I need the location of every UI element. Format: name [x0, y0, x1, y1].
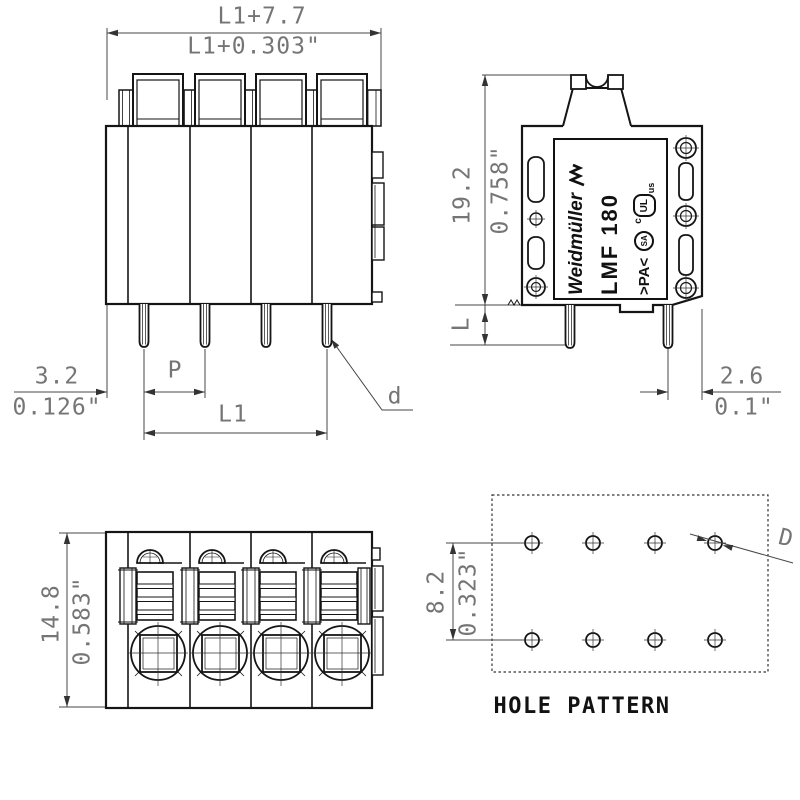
model-text: LMF 180 [596, 192, 622, 295]
dim-height-mm: 19.2 [449, 165, 476, 225]
dim-total-in: L1+0.303" [187, 33, 321, 60]
side-view-flange [672, 134, 700, 302]
dim-depth-in: 0.583" [69, 576, 96, 666]
dim-left-in: 0.126" [12, 394, 102, 421]
top-view-body [104, 530, 384, 710]
certification-row: >PA< SA c UL us [632, 141, 656, 297]
dim-row-mm: 8.2 [423, 569, 450, 615]
product-label-content: Weidmüller LMF 180 >PA< SA c UL us [557, 141, 665, 297]
dim-pitch-label: P [167, 357, 183, 384]
dim-offset-in: 0.1" [714, 394, 774, 421]
side-view-left-slots [524, 156, 548, 299]
csa-text: SA [639, 235, 648, 247]
material-marking: >PA< [635, 257, 652, 295]
pin-dia-label: d [387, 383, 403, 410]
dim-height-in: 0.758" [487, 145, 514, 235]
ul-us-text: us [645, 182, 656, 194]
dim-row-in: 0.323" [455, 547, 482, 637]
top-view-dim-arrows [63, 533, 71, 707]
product-label: Weidmüller LMF 180 >PA< SA c UL us [553, 138, 668, 300]
ul-text: UL [638, 199, 649, 213]
dim-total-mm: L1+7.7 [217, 3, 307, 30]
hole-pattern-outline [491, 494, 769, 673]
ul-c-text: c [632, 218, 643, 224]
dim-offset-mm: 2.6 [719, 363, 765, 390]
top-view-dimensions [59, 532, 106, 708]
top-view [59, 530, 384, 710]
hole-pattern-dim-arrows [449, 535, 734, 640]
weidmueller-logo-icon [568, 163, 585, 187]
side-view-dim-arrows [481, 75, 713, 396]
hole-pattern-dimensions [446, 533, 794, 641]
hole-pattern [446, 494, 794, 673]
brand-row: Weidmüller [566, 141, 588, 297]
hole-pattern-caption: HOLE PATTERN [493, 694, 671, 719]
csa-mark-icon: SA [633, 230, 654, 251]
pin-length-label: L [448, 316, 475, 332]
ul-mark-icon: c UL us [632, 183, 656, 224]
brand-text: Weidmüller [565, 192, 587, 295]
dim-span-label: L1 [218, 401, 248, 428]
ul-logo: UL [632, 194, 655, 218]
front-view [14, 28, 413, 440]
front-view-dim-arrows [96, 29, 381, 437]
dim-depth-mm: 14.8 [38, 584, 65, 644]
front-view-pins [138, 303, 333, 348]
front-view-body [104, 73, 385, 348]
hole-pattern-holes [520, 531, 727, 652]
dim-left-mm: 3.2 [34, 363, 80, 390]
